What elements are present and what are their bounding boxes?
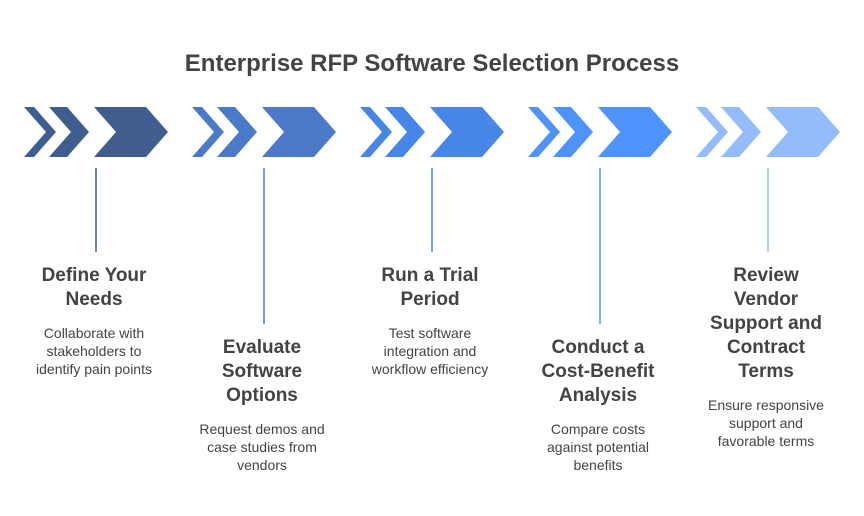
step-1-chevron-medium: [49, 107, 89, 157]
step-2-chevron-medium: [217, 107, 257, 157]
step-2-heading: Evaluate Software Options: [186, 336, 338, 408]
step-5-description-line: favorable terms: [717, 433, 815, 449]
diagram-title: Enterprise RFP Software Selection Proces…: [184, 50, 680, 77]
step-5-chevron-medium: [721, 107, 761, 157]
step-5-heading: Review Vendor Support and Contract Terms: [690, 264, 842, 384]
step-3-description-line: workflow efficiency: [371, 361, 489, 377]
step-4-heading-line: Conduct a: [551, 337, 645, 358]
step-4-chevron-medium: [553, 107, 593, 157]
step-5: Review Vendor Support and Contract Terms…: [690, 264, 842, 450]
step-1-description-line: Collaborate with: [43, 325, 145, 341]
step-3: Run a Trial Period Test software integra…: [354, 264, 506, 378]
step-1-description-line: stakeholders to: [46, 343, 142, 359]
step-3-description: Test software integration and workflow e…: [354, 324, 506, 378]
step-2-heading-line: Evaluate: [222, 337, 302, 358]
step-5-heading-line: Terms: [738, 361, 794, 382]
step-3-chevron-large: [430, 107, 504, 157]
step-4-heading-line: Cost-Benefit: [541, 361, 655, 382]
step-3-heading: Run a Trial Period: [354, 264, 506, 312]
step-1-chevron-small: [24, 107, 56, 157]
step-1-heading: Define Your Needs: [18, 264, 170, 312]
step-5-heading-line: Support and: [710, 313, 822, 334]
step-2-heading-line: Software: [221, 361, 303, 382]
step-5-chevron-small: [696, 107, 728, 157]
step-4-heading: Conduct a Cost-Benefit Analysis: [522, 336, 674, 408]
step-3-description-line: integration and: [383, 343, 477, 359]
step-4-description-line: benefits: [573, 457, 623, 473]
step-4: Conduct a Cost-Benefit Analysis Compare …: [522, 336, 674, 474]
step-5-heading-line: Contract: [726, 337, 806, 358]
step-5-description-line: support and: [729, 415, 803, 431]
step-2-chevron-small: [192, 107, 224, 157]
step-5-description-line: Ensure responsive: [708, 397, 824, 413]
step-4-heading-line: Analysis: [558, 385, 638, 406]
step-3-heading-line: Run a Trial: [381, 265, 479, 286]
step-5-chevron-large: [766, 107, 840, 157]
step-2-heading-line: Options: [226, 385, 298, 406]
step-1-heading-line: Define Your: [41, 265, 147, 286]
step-1: Define Your Needs Collaborate with stake…: [18, 264, 170, 378]
step-4-chevron-small: [528, 107, 560, 157]
step-4-chevron-large: [598, 107, 672, 157]
step-1-chevron-large: [94, 107, 168, 157]
step-3-chevron-medium: [385, 107, 425, 157]
step-3-chevron-small: [360, 107, 392, 157]
step-2-chevron-large: [262, 107, 336, 157]
step-2: Evaluate Software Options Request demos …: [186, 336, 338, 474]
step-2-description-line: case studies from: [207, 439, 317, 455]
step-2-description-line: vendors: [237, 457, 287, 473]
step-5-description: Ensure responsive support and favorable …: [690, 396, 842, 450]
step-1-description: Collaborate with stakeholders to identif…: [18, 324, 170, 378]
step-5-heading-line: Review: [733, 265, 799, 286]
step-4-description-line: against potential: [547, 439, 649, 455]
step-4-description: Compare costs against potential benefits: [522, 420, 674, 474]
step-3-description-line: Test software: [388, 325, 472, 341]
step-4-description-line: Compare costs: [550, 421, 646, 437]
step-1-heading-line: Needs: [65, 289, 123, 310]
step-2-description-line: Request demos and: [199, 421, 325, 437]
step-2-description: Request demos and case studies from vend…: [186, 420, 338, 474]
step-3-heading-line: Period: [400, 289, 460, 310]
step-5-heading-line: Vendor: [733, 289, 799, 310]
step-1-description-line: identify pain points: [36, 361, 152, 377]
